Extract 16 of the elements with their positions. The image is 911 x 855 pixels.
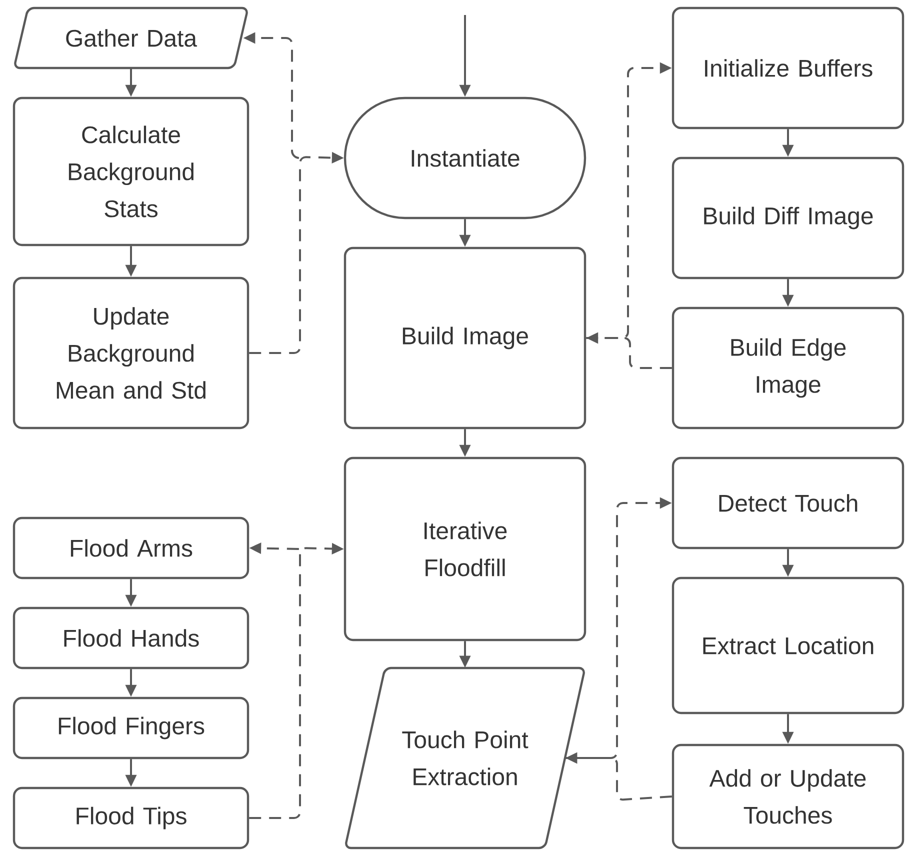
process-box: Detect Touch bbox=[672, 456, 904, 550]
process-box: Flood Fingers bbox=[12, 696, 250, 760]
process-box: Initialize Buffers bbox=[672, 6, 904, 130]
process-box: Flood Hands bbox=[12, 606, 250, 670]
process-box: Calculate Background Stats bbox=[12, 96, 250, 246]
process-box: Build Diff Image bbox=[672, 156, 904, 280]
process-box: Update Background Mean and Std bbox=[12, 276, 250, 430]
process-box: Flood Arms bbox=[12, 516, 250, 580]
process-box: Extract Location bbox=[672, 576, 904, 714]
process-box: Build Edge Image bbox=[672, 306, 904, 430]
process-box: Build Image bbox=[344, 246, 586, 430]
process-box: Flood Tips bbox=[12, 786, 250, 850]
process-box: Add or Update Touches bbox=[672, 744, 904, 850]
input-parallelogram: Gather Data bbox=[14, 6, 248, 70]
input-parallelogram: Touch Point Extraction bbox=[345, 666, 585, 850]
process-box: Iterative Floodfill bbox=[344, 456, 586, 642]
